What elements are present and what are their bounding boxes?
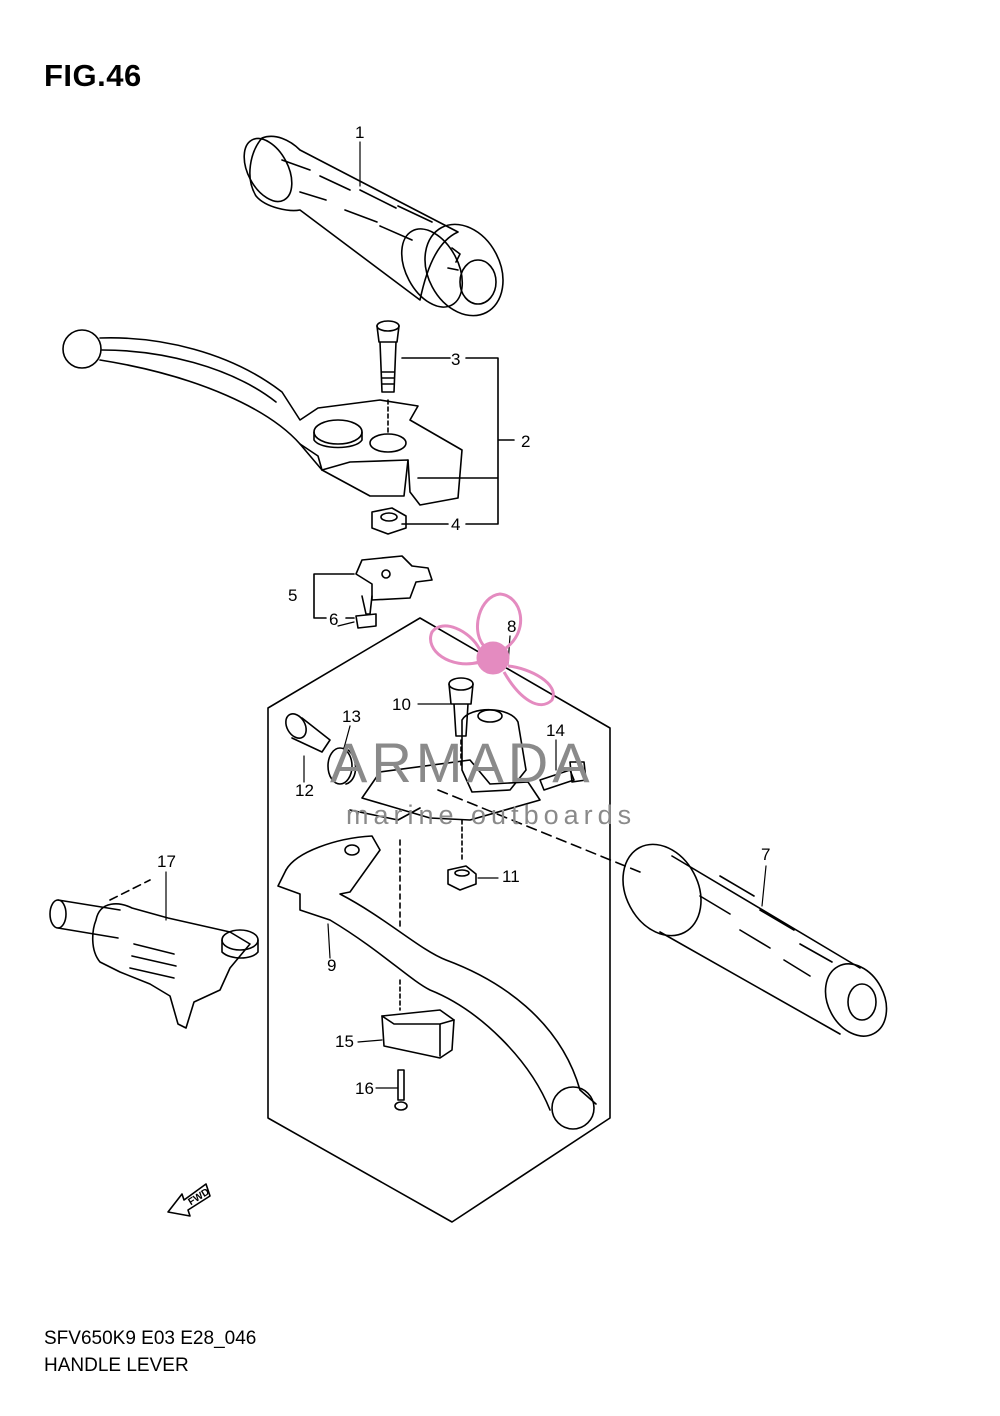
- callout-4: 4: [451, 515, 460, 534]
- leader-lines: [165, 141, 767, 1089]
- model-code: SFV650K9 E03 E28_046: [44, 1328, 257, 1349]
- watermark-tagline: marine outboards: [346, 800, 636, 830]
- fwd-arrow-icon: FWD: [167, 1183, 212, 1217]
- callout-14: 14: [546, 721, 565, 740]
- part-2-brake-lever: [62, 329, 463, 506]
- part-8-holder: [349, 709, 541, 821]
- callout-labels: 1 2 3 4 5 6 7 8 9 10 11 12 13 14 15 16 1…: [157, 123, 770, 1098]
- callout-5: 5: [288, 586, 297, 605]
- callout-3: 3: [451, 350, 460, 369]
- callout-12: 12: [295, 781, 314, 800]
- part-10-bolt: [448, 677, 474, 767]
- part-12-adjuster: [285, 713, 331, 753]
- callout-17: 17: [157, 852, 176, 871]
- part-6-screw: [355, 595, 377, 629]
- diagram-name: HANDLE LEVER: [44, 1355, 189, 1376]
- part-4-nut: [371, 507, 407, 535]
- callout-9: 9: [327, 956, 336, 975]
- watermark-brand: ARMADA: [330, 731, 594, 794]
- clutch-assembly-frame: [267, 617, 611, 1223]
- part-15-switch: [381, 979, 455, 1059]
- part-13-knob: [327, 747, 357, 785]
- callout-6: 6: [329, 610, 338, 629]
- part-3-pivot-bolt: [376, 320, 400, 433]
- part-9-clutch-lever: [277, 835, 597, 1130]
- callout-7: 7: [761, 845, 770, 864]
- part-14-bolt: [539, 761, 587, 791]
- callout-13: 13: [342, 707, 361, 726]
- callout-11: 11: [502, 867, 520, 886]
- callout-1: 1: [355, 123, 364, 142]
- figure-title: FIG.46: [44, 58, 142, 93]
- callout-15: 15: [335, 1032, 354, 1051]
- callout-10: 10: [392, 695, 411, 714]
- watermark: ARMADA marine outboards: [330, 592, 636, 830]
- part-1-grip: [243, 135, 504, 317]
- part-5-switch: [355, 555, 433, 601]
- callout-8: 8: [507, 617, 516, 636]
- callout-2: 2: [521, 432, 530, 451]
- part-7-grip: [622, 843, 888, 1037]
- callout-16: 16: [355, 1079, 374, 1098]
- propeller-logo: [429, 592, 555, 707]
- part-16-screw: [394, 1069, 408, 1111]
- part-17-throttle: [49, 899, 259, 1029]
- part-11-nut: [447, 819, 477, 891]
